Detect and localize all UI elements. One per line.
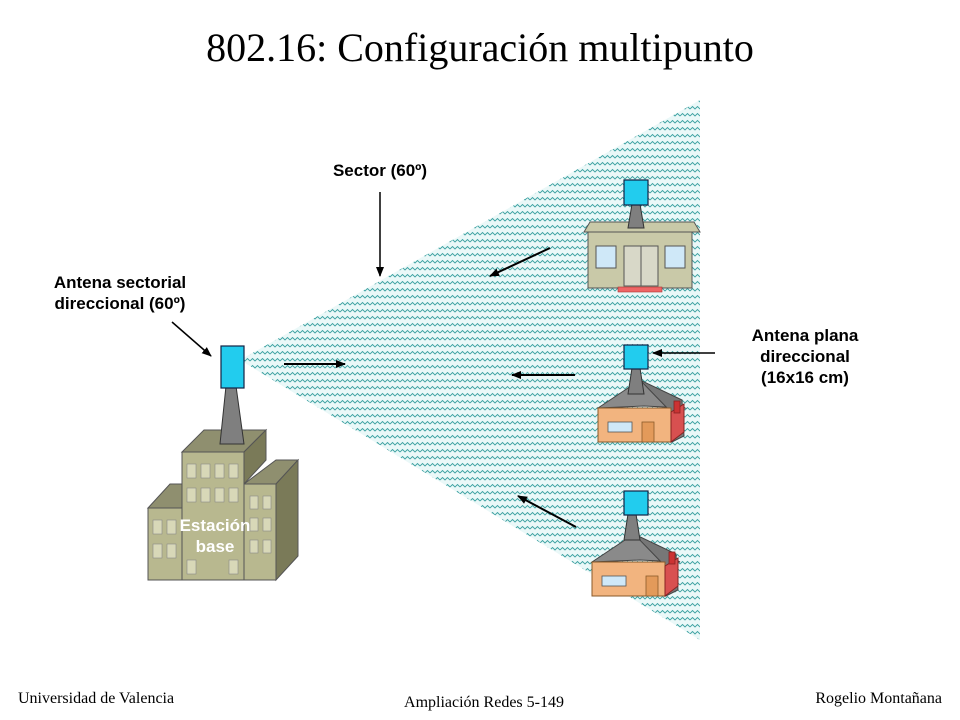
flat-antenna-label-line2: direccional [760,347,850,366]
house-1 [583,221,701,293]
base-station-label: Estación base [170,515,260,557]
base-station-label-line2: base [195,537,235,556]
flat-antenna-1-icon [623,179,649,206]
footer-left: Universidad de Valencia [18,690,175,707]
sectorial-antenna-label-line1: Antena sectorial [53,273,187,292]
flat-antenna-label-line1: Antena plana [751,326,859,345]
house-3 [590,533,681,598]
sector-coverage [240,100,700,640]
sectorial-antenna-label-line2: direccional (60º) [54,294,186,313]
flat-antenna-label: Antena plana direccional (16x16 cm) [720,325,890,388]
page-title: 802.16: Configuración multipunto [206,25,754,70]
arrow-sectorial-antenna [171,321,212,357]
footer-right: Rogelio Montañana [815,690,942,707]
arrow-uplink-1 [489,247,551,277]
base-station-mast [219,385,245,445]
sectorial-antenna-label: Antena sectorial direccional (60º) [20,272,220,314]
flat-antenna-3-icon [623,490,649,516]
footer-center: Ampliación Redes 5-149 [404,694,564,711]
house-2 [596,379,687,444]
flat-antenna-2-icon [623,344,649,370]
base-station-label-line1: Estación [179,516,251,535]
base-station-building [146,428,300,582]
sector-label-text: Sector (60º) [332,161,428,180]
sectorial-antenna-icon [220,345,245,389]
sector-label: Sector (60º) [300,160,460,181]
arrow-uplink-3 [517,495,577,528]
flat-antenna-label-line3: (16x16 cm) [761,368,849,387]
